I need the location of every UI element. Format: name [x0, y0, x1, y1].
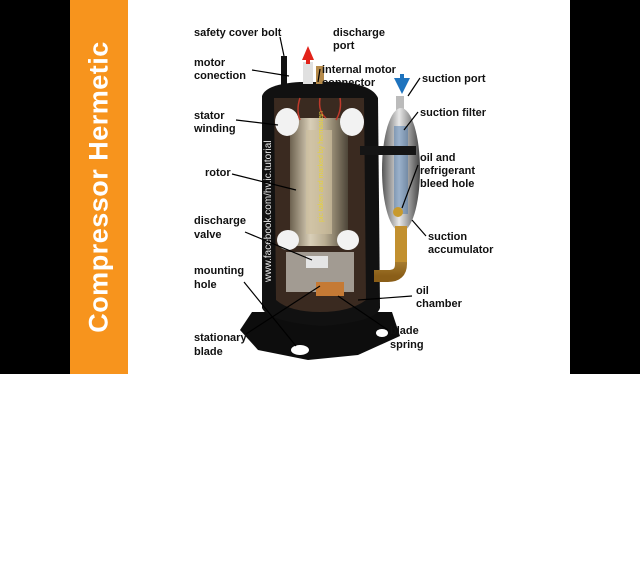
label-stationary-blade-2: blade	[194, 346, 223, 358]
motor-wires	[297, 97, 342, 121]
watermark-text: www.facebook.com/hv.ic.tutorial	[263, 140, 274, 283]
label-mounting-hole-1: mounting	[194, 265, 244, 277]
mounting-base	[240, 312, 400, 360]
label-stator-winding-2: winding	[193, 123, 236, 135]
label-stationary-blade-1: stationary	[194, 332, 247, 344]
leader-blade-spring	[337, 295, 389, 331]
label-mounting-hole-2: hole	[194, 279, 217, 291]
stator-winding-top-left	[275, 108, 299, 136]
label-rotor: rotor	[205, 167, 231, 179]
suction-pipe-top	[396, 96, 404, 112]
leader-suction-port	[407, 77, 421, 97]
label-discharge-port-2: port	[333, 40, 355, 52]
stator-winding-top-right	[340, 108, 364, 136]
leader-motor-conection	[251, 69, 290, 77]
blade-shape	[316, 282, 344, 296]
leader-oil-bleed	[401, 164, 419, 209]
leader-discharge-valve	[244, 231, 313, 261]
discharge-arrow-icon	[302, 46, 314, 64]
internal-connector-shape	[316, 66, 324, 84]
leader-rotor	[231, 173, 297, 191]
mounting-hole-shape	[291, 345, 309, 355]
leader-oil-chamber	[357, 295, 413, 301]
label-suction-filter: suction filter	[420, 107, 487, 119]
safety-cover-bolt-shape	[281, 56, 287, 86]
label-oil-chamber-1: oil	[416, 285, 429, 297]
label-discharge-valve-2: valve	[194, 229, 222, 241]
copper-pipe	[374, 230, 407, 282]
compressor-diagram: www.facebook.com/hv.ic.tutorial pic take…	[193, 27, 494, 360]
accumulator-filter	[394, 126, 408, 214]
stator-winding-bottom-right	[337, 230, 359, 250]
title-bar	[70, 0, 128, 374]
label-suction-accumulator-2: accumulator	[428, 244, 494, 256]
label-internal-connector-1: internal motor	[322, 64, 397, 76]
leader-stationary-blade	[245, 285, 321, 335]
leader-suction-filter	[403, 111, 419, 131]
stator-winding-bottom-left	[277, 230, 299, 250]
label-blade-spring-1: blade	[390, 325, 419, 337]
leader-stator-winding	[235, 119, 279, 126]
suction-arrow-icon	[394, 74, 410, 94]
label-internal-connector-2: connector	[322, 77, 376, 89]
bleed-hole-shape	[393, 207, 403, 217]
label-stator-winding-1: stator	[194, 110, 225, 122]
leader-safety-cover-bolt	[279, 36, 285, 57]
label-motor-conection-1: motor	[194, 57, 226, 69]
label-suction-accumulator-1: suction	[428, 231, 467, 243]
label-motor-conection-2: conection	[194, 70, 246, 82]
label-suction-port: suction port	[422, 73, 486, 85]
label-discharge-port-1: discharge	[333, 27, 385, 39]
mounting-hole-shape-2	[376, 329, 388, 337]
label-blade-spring-2: spring	[390, 339, 424, 351]
leader-internal-connector	[317, 68, 321, 83]
leader-suction-accumulator	[411, 219, 427, 237]
label-oil-bleed-1: oil and	[420, 152, 455, 164]
leader-mounting-hole	[243, 281, 297, 347]
inner-watermark-text: pic taken and marked by hermawan	[318, 111, 325, 222]
discharge-valve-shape	[306, 256, 328, 268]
accumulator-bracket	[360, 146, 416, 155]
label-oil-bleed-3: bleed hole	[420, 178, 474, 190]
label-oil-chamber-2: chamber	[416, 298, 463, 310]
label-safety-cover-bolt: safety cover bolt	[194, 27, 282, 39]
suction-accumulator-shape	[382, 108, 420, 232]
discharge-pipe	[303, 62, 313, 84]
label-oil-bleed-2: refrigerant	[420, 165, 475, 177]
rotor-core	[306, 130, 332, 234]
label-discharge-valve-1: discharge	[194, 215, 246, 227]
